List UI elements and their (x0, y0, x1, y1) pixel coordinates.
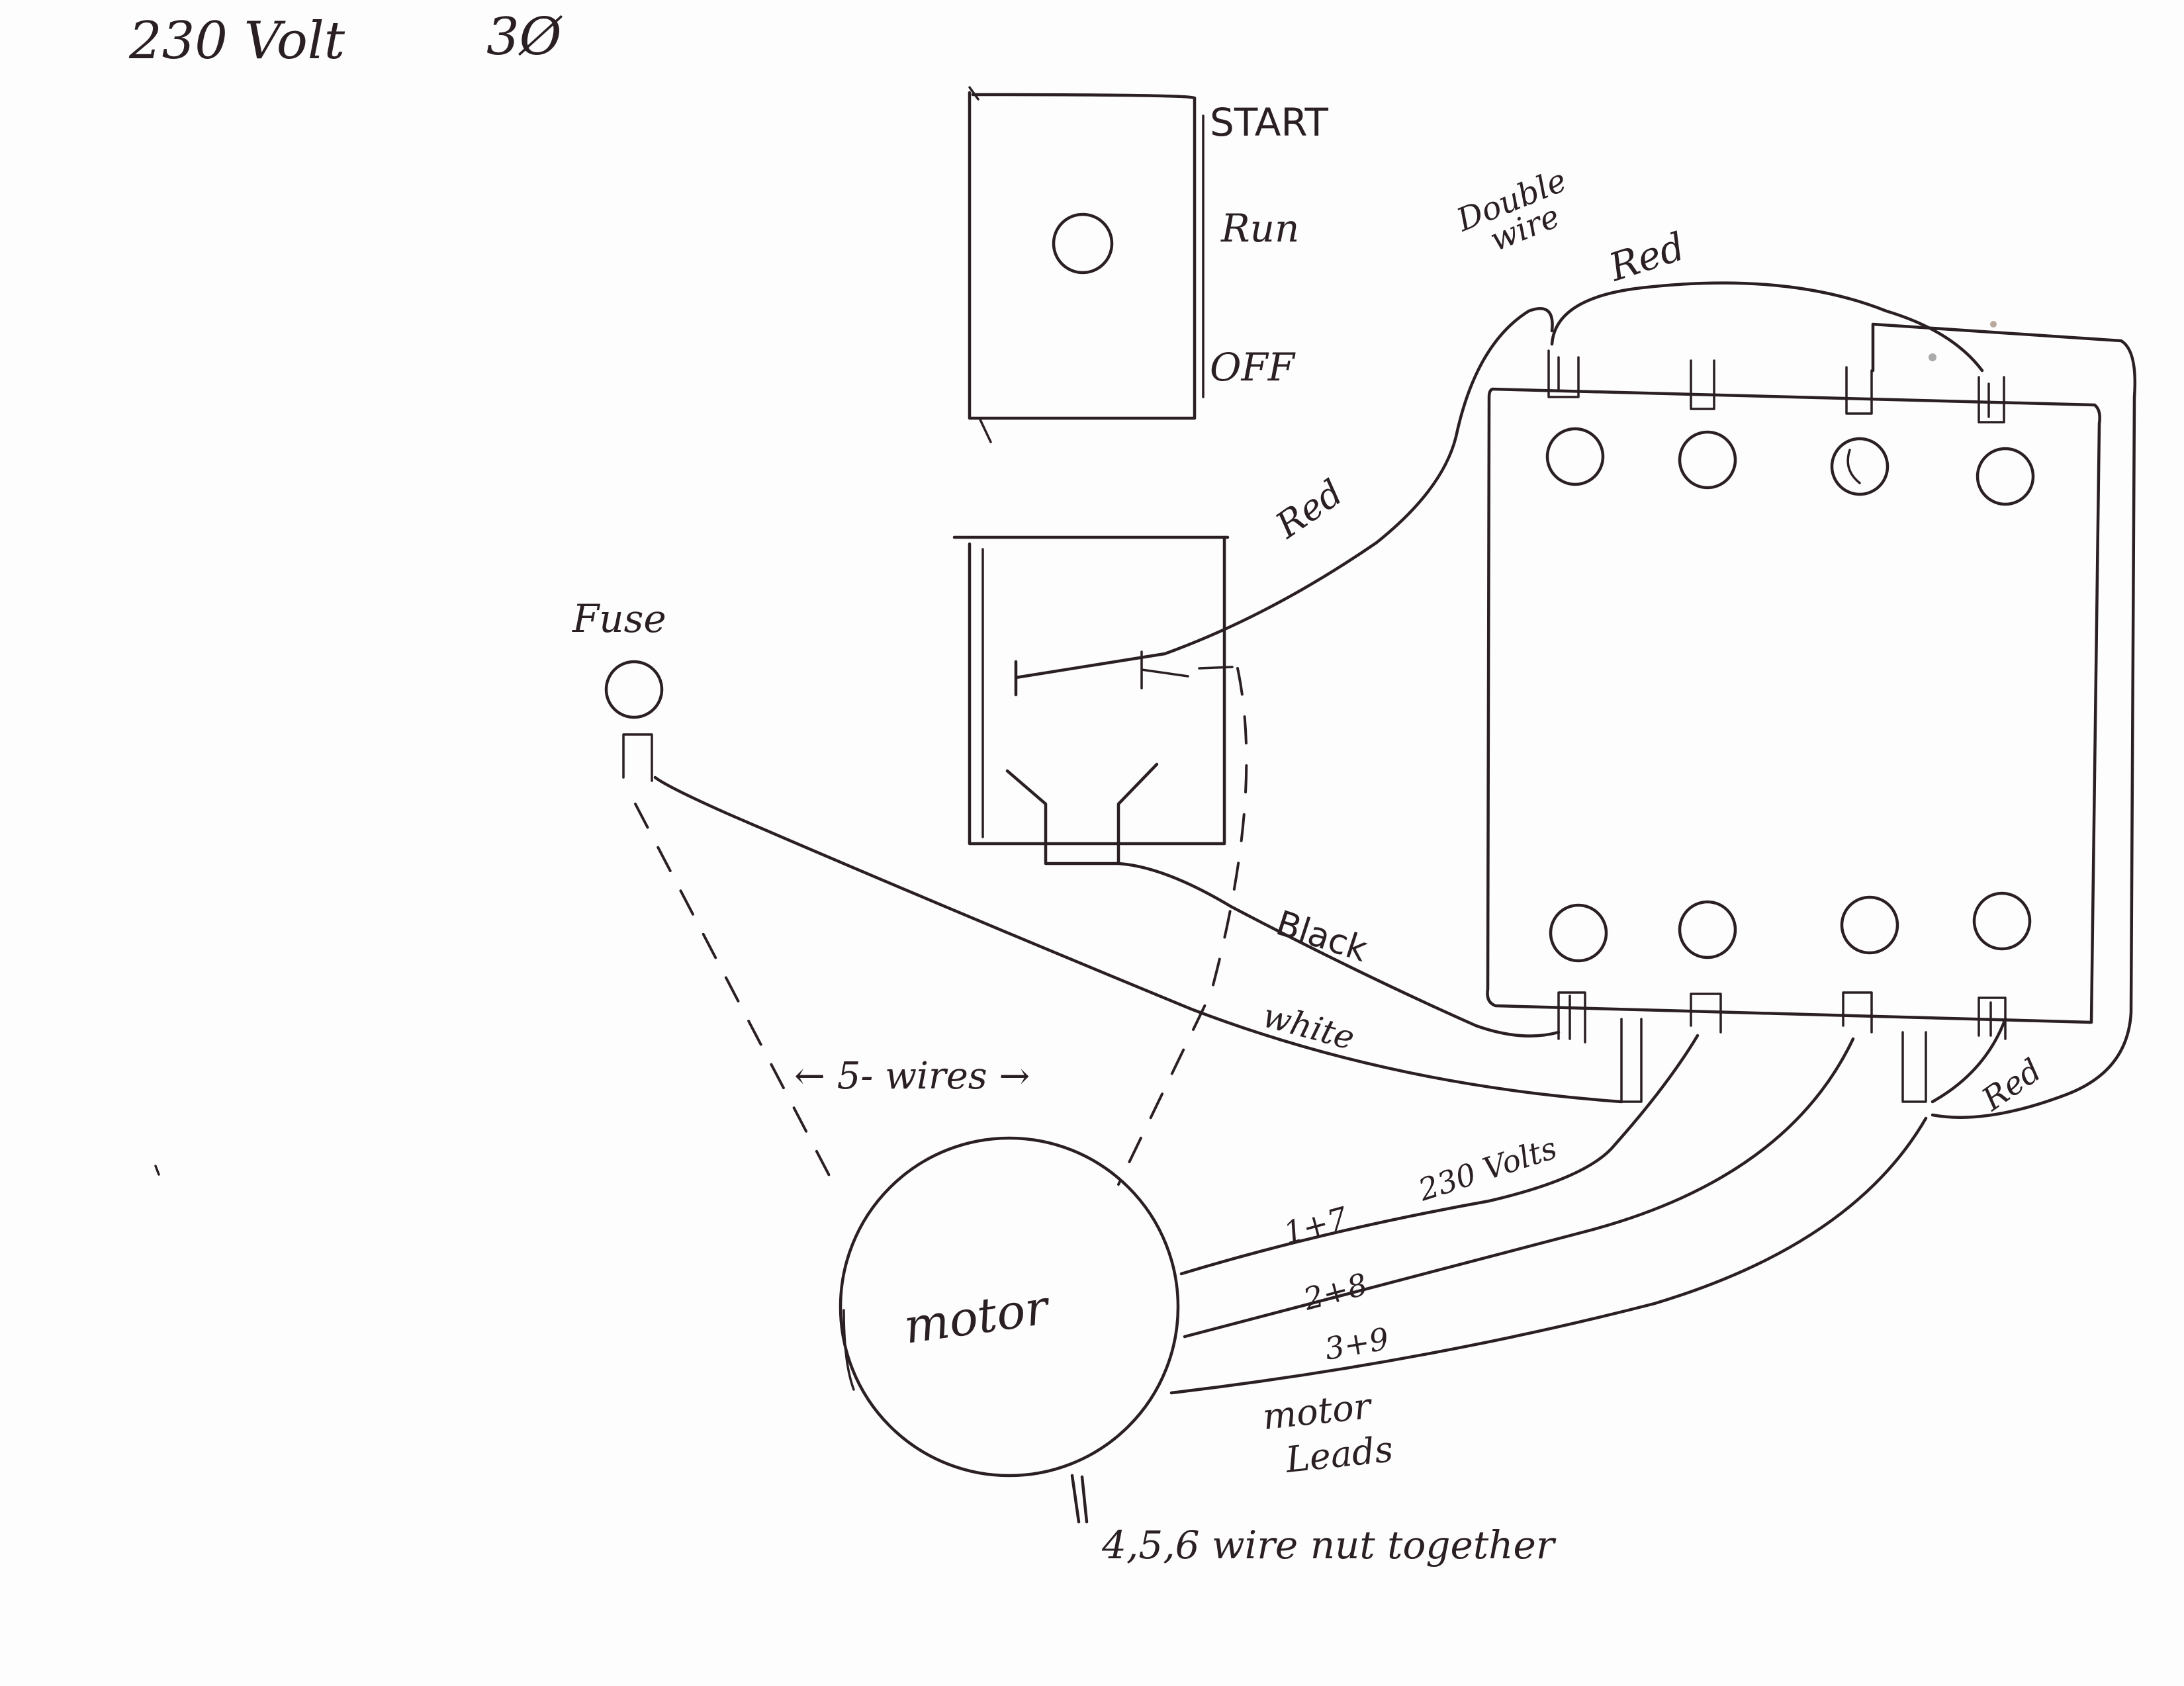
tab-bottom-2 (1690, 993, 1722, 1034)
switch-box-outline (968, 91, 1197, 420)
label-5-wires: ← 5- wires → (794, 1055, 1030, 1098)
start-run-off-switch (968, 86, 1205, 443)
terminal-top-2 (1678, 430, 1737, 490)
label-motor-leads-2: Leads (1283, 1428, 1395, 1481)
label-lead-3-9: 3+9 (1322, 1321, 1392, 1367)
label-start: START (1210, 100, 1328, 145)
wire-red-relay-to-contactor (1163, 307, 1554, 656)
switch-box-corner-tick (968, 86, 979, 101)
fuse (604, 660, 664, 782)
relay-contact-left (1014, 652, 1167, 697)
title-voltage: 230 Volt (128, 11, 345, 71)
terminal-bottom-3 (1840, 895, 1899, 955)
overload-relay-box (952, 535, 1234, 865)
label-motor-leads-1: motor (1261, 1385, 1375, 1438)
wire-red-double-jumper (1550, 281, 1984, 373)
switch-knob-icon (1052, 212, 1114, 275)
title-phase: 3Ø (486, 7, 563, 67)
tab-bottom-3 (1842, 991, 1873, 1034)
label-fuse: Fuse (572, 596, 666, 641)
label-wirenut: 4,5,6 wire nut together (1101, 1523, 1557, 1568)
label-run: Run (1220, 206, 1299, 251)
label-motor: motor (901, 1279, 1054, 1354)
wire-lead-1-7 (1179, 1034, 1700, 1276)
switch-box-foot-tick (978, 417, 992, 443)
label-lead-2-8: 2+8 (1299, 1266, 1371, 1317)
wires (653, 281, 2137, 1395)
dashed-wire-right (1117, 667, 1248, 1186)
relay-outline (968, 535, 1226, 846)
wire-lead-2-8 (1183, 1037, 1855, 1339)
lug-white (1620, 1018, 1643, 1103)
fuse-terminal (622, 733, 653, 782)
wire-white (653, 776, 1623, 1104)
wire-red-bottom-right (1931, 1017, 2007, 1104)
label-red-mid: Red (1268, 472, 1351, 547)
tab-top-1 (1547, 349, 1580, 398)
terminal-top-3-inner (1846, 449, 1861, 484)
tab-top-2 (1690, 359, 1715, 410)
motor (839, 1136, 1180, 1524)
tab-top-4 (1978, 376, 2005, 423)
terminal-bottom-1 (1549, 903, 1608, 963)
label-lead-1-7: 1+7 (1280, 1200, 1351, 1251)
relay-contact-right (1140, 650, 1234, 689)
terminal-bottom-4 (1972, 891, 2032, 951)
tab-top-3 (1845, 366, 1873, 415)
relay-terminals (1005, 762, 1159, 865)
terminal-bottom-2 (1678, 900, 1737, 959)
wire-lead-3-9 (1169, 1116, 1928, 1395)
terminal-top-3 (1830, 437, 1889, 496)
motor-neutral-leads (1070, 1474, 1089, 1524)
label-black: Black (1271, 903, 1372, 970)
lug-red (1901, 1031, 1927, 1103)
stray-mark (154, 1165, 160, 1176)
tab-bottom-1 (1557, 991, 1586, 1043)
motor-outline-mark (842, 1309, 855, 1391)
terminal-top-4 (1976, 447, 2035, 506)
dashed-wire-left (634, 803, 835, 1186)
label-off: OFF (1210, 345, 1296, 390)
terminal-top-1 (1545, 427, 1605, 486)
label-red-right: Red (1975, 1051, 2048, 1118)
paper-speck (1929, 353, 1936, 361)
label-230-volts: 230 Volts (1414, 1130, 1561, 1208)
paper-speck (1990, 321, 1997, 328)
contactor (1486, 349, 2101, 1103)
fuse-icon (604, 660, 664, 719)
label-red-top: Red (1603, 224, 1690, 290)
motor-outline-icon (839, 1136, 1180, 1478)
wire-right-side-loop (1871, 322, 2137, 1119)
contactor-outline (1486, 387, 2101, 1024)
wire-black (1116, 862, 1561, 1038)
